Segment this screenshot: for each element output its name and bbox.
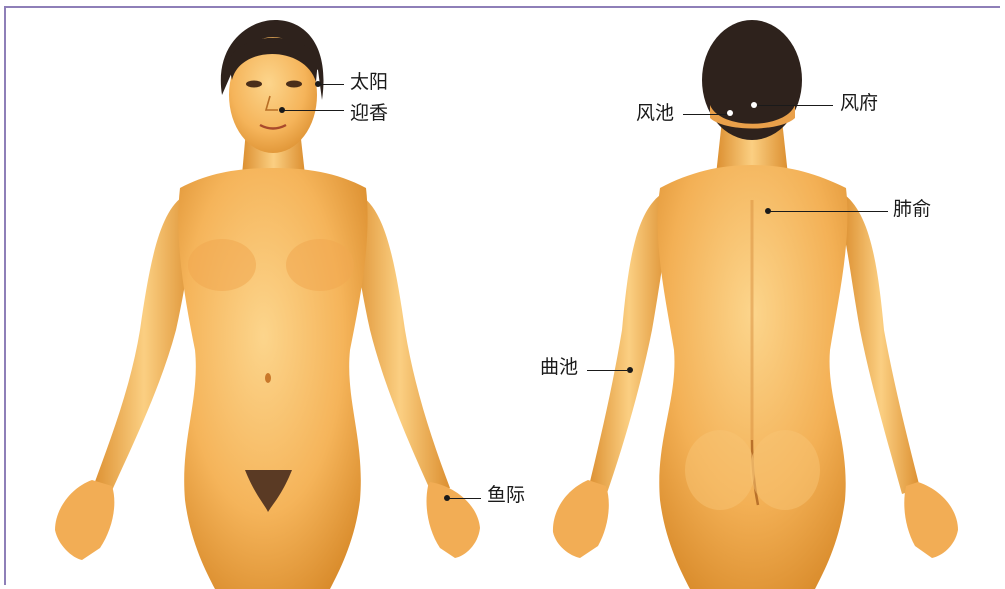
taiyang-label: 太阳 xyxy=(350,73,388,92)
taiyang-leader-line xyxy=(320,84,344,85)
feishu-leader-line xyxy=(770,211,888,212)
front-right-hand xyxy=(427,482,481,558)
quchi-point-dot xyxy=(627,367,633,373)
fengchi-point-dot xyxy=(727,110,733,116)
front-torso xyxy=(178,168,367,589)
front-left-hand xyxy=(55,480,114,560)
quchi-leader-line xyxy=(587,370,627,371)
fengfu-label: 风府 xyxy=(840,94,878,113)
feishu-label: 肺俞 xyxy=(893,200,931,219)
back-right-arm xyxy=(842,195,920,494)
fengchi-label: 风池 xyxy=(636,104,674,123)
fengchi-leader-line xyxy=(683,114,727,115)
yuji-label: 鱼际 xyxy=(487,486,525,505)
yuji-leader-line xyxy=(449,498,481,499)
quchi-label: 曲池 xyxy=(540,358,578,377)
yingxiang-leader-line xyxy=(284,110,344,111)
fengfu-leader-line xyxy=(757,105,833,106)
front-body xyxy=(55,20,480,589)
back-right-hand xyxy=(904,482,958,558)
back-left-arm xyxy=(588,195,670,496)
yingxiang-label: 迎香 xyxy=(350,104,388,123)
back-left-hand xyxy=(553,480,609,558)
